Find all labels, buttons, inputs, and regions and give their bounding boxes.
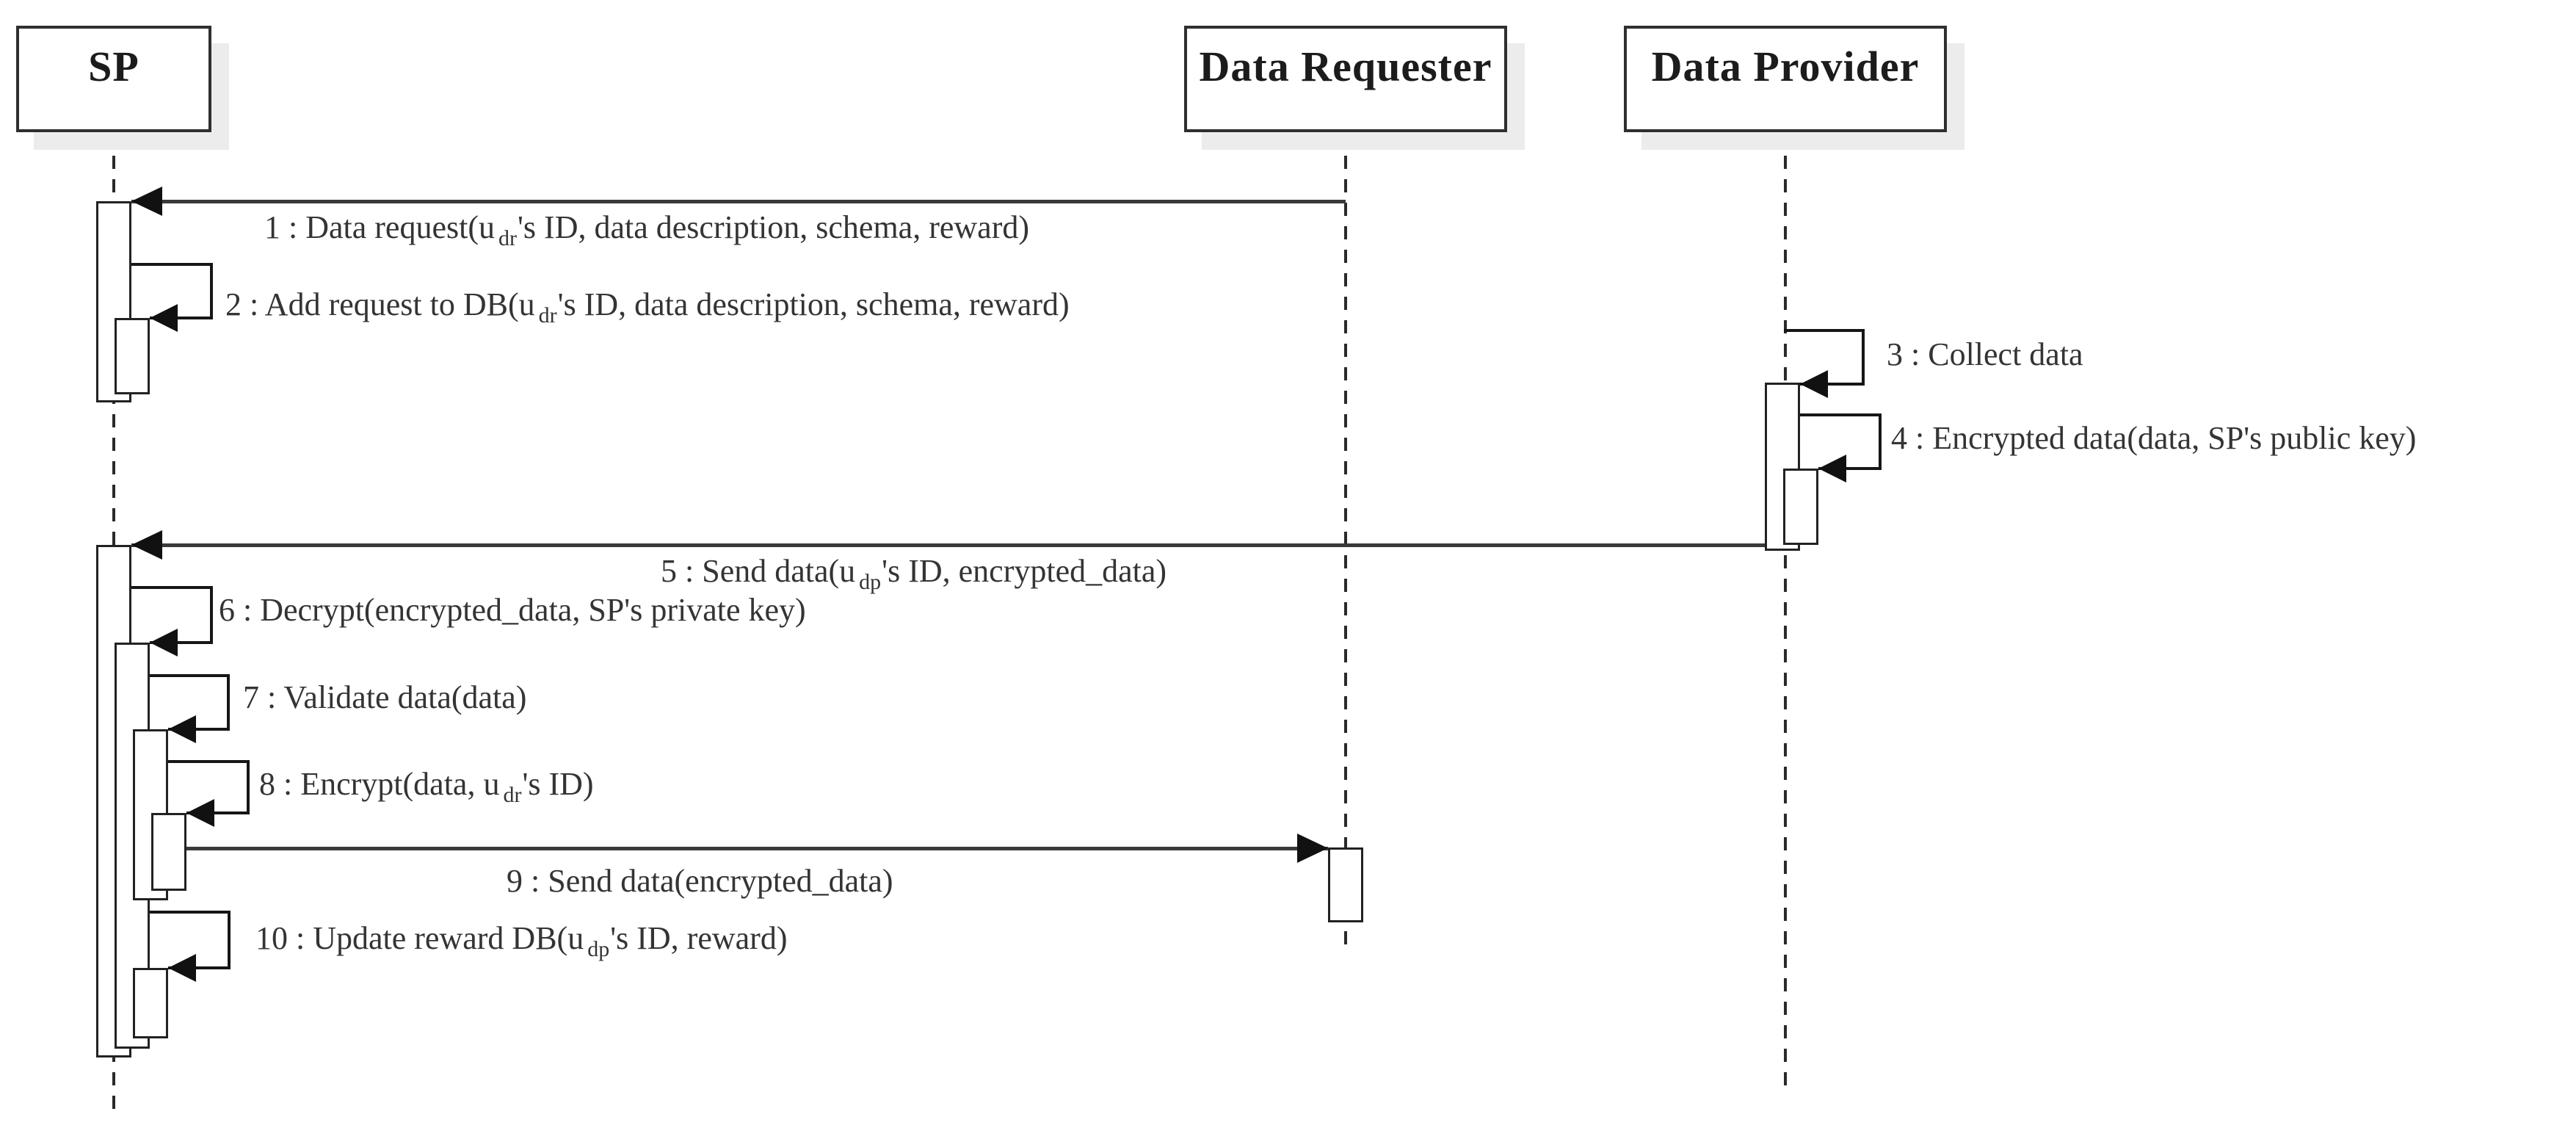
self-loop-7-top bbox=[150, 674, 230, 677]
arrowhead-icon-message-7 bbox=[168, 715, 196, 743]
arrowhead-icon-message-10 bbox=[168, 954, 196, 982]
self-loop-8-bottom bbox=[186, 811, 250, 814]
activation-bar-sp-6 bbox=[151, 813, 186, 891]
message-text: 2 : Add request to DB(u bbox=[225, 286, 535, 322]
activation-bar-sp-2 bbox=[115, 318, 150, 394]
message-label-3: 3 : Collect data bbox=[1887, 337, 2083, 372]
message-text: 4 : Encrypted data(data, SP's public key… bbox=[1891, 420, 2417, 456]
message-subscript: dp bbox=[859, 570, 882, 594]
arrowhead-icon-message-3 bbox=[1800, 370, 1828, 398]
message-text: 9 : Send data(encrypted_data) bbox=[507, 863, 893, 899]
message-line-9 bbox=[186, 847, 1328, 850]
self-loop-10-right bbox=[228, 911, 231, 969]
self-loop-10-top bbox=[150, 911, 231, 914]
message-label-4: 4 : Encrypted data(data, SP's public key… bbox=[1891, 421, 2416, 456]
participant-name: Data Provider bbox=[1651, 43, 1920, 90]
self-loop-8-top bbox=[168, 760, 250, 763]
message-text: 8 : Encrypt(data, u bbox=[259, 766, 500, 802]
self-loop-2-top bbox=[131, 263, 213, 266]
self-loop-8-right bbox=[247, 760, 250, 814]
message-text: 's ID, encrypted_data) bbox=[882, 553, 1167, 589]
self-loop-2-right bbox=[210, 263, 213, 319]
arrowhead-icon-message-9 bbox=[1297, 834, 1328, 863]
message-text: 's ID, reward) bbox=[610, 920, 788, 956]
message-text: 's ID, data description, schema, reward) bbox=[557, 286, 1070, 322]
self-loop-10-bottom bbox=[168, 966, 231, 969]
arrowhead-icon-message-2 bbox=[150, 304, 178, 332]
message-subscript: dr bbox=[503, 783, 522, 807]
message-text: 3 : Collect data bbox=[1887, 336, 2083, 372]
self-loop-6-top bbox=[131, 586, 213, 589]
message-text: 6 : Decrypt(encrypted_data, SP's private… bbox=[219, 592, 806, 628]
message-text: 's ID) bbox=[522, 766, 594, 802]
self-loop-4-bottom bbox=[1818, 467, 1882, 470]
self-loop-7-right bbox=[227, 674, 230, 731]
arrowhead-icon-message-8 bbox=[186, 799, 214, 827]
activation-bar-sp-7 bbox=[133, 968, 168, 1038]
activation-bar-data-requester bbox=[1328, 847, 1363, 922]
self-loop-3-bottom bbox=[1800, 383, 1865, 386]
self-loop-7-bottom bbox=[168, 728, 230, 731]
message-subscript: dr bbox=[538, 303, 557, 328]
self-loop-3-right bbox=[1862, 329, 1865, 386]
message-subscript: dp bbox=[587, 937, 610, 961]
self-loop-4-right bbox=[1879, 413, 1882, 470]
message-subscript: dr bbox=[498, 226, 517, 250]
lifeline-data-requester bbox=[1344, 132, 1347, 951]
self-loop-6-bottom bbox=[150, 641, 213, 644]
arrowhead-icon-message-5 bbox=[131, 530, 162, 560]
message-text: 's ID, data description, schema, reward) bbox=[518, 209, 1029, 245]
arrowhead-icon-message-4 bbox=[1818, 455, 1846, 482]
message-label-9: 9 : Send data(encrypted_data) bbox=[507, 864, 893, 899]
message-line-5 bbox=[131, 543, 1765, 547]
self-loop-2-bottom bbox=[150, 317, 213, 319]
lifeline-data-provider bbox=[1784, 132, 1787, 1094]
activation-bar-data-provider-2 bbox=[1783, 469, 1818, 545]
message-text: 5 : Send data(u bbox=[661, 553, 856, 589]
self-loop-6-right bbox=[210, 586, 213, 644]
participant-box-data-requester: Data Requester bbox=[1184, 26, 1507, 132]
message-label-7: 7 : Validate data(data) bbox=[243, 680, 526, 715]
participant-name: SP bbox=[88, 43, 139, 90]
message-label-6: 6 : Decrypt(encrypted_data, SP's private… bbox=[219, 593, 806, 628]
participant-box-sp: SP bbox=[16, 26, 211, 132]
self-loop-4-top bbox=[1800, 413, 1882, 416]
message-text: 7 : Validate data(data) bbox=[243, 679, 527, 715]
message-text: 10 : Update reward DB(u bbox=[255, 920, 584, 956]
participant-name: Data Requester bbox=[1199, 43, 1492, 90]
message-text: 1 : Data request(u bbox=[264, 209, 495, 245]
message-line-1 bbox=[131, 200, 1346, 203]
self-loop-3-top bbox=[1784, 329, 1865, 332]
arrowhead-icon-message-6 bbox=[150, 629, 178, 657]
arrowhead-icon-message-1 bbox=[131, 187, 162, 216]
participant-box-data-provider: Data Provider bbox=[1624, 26, 1947, 132]
